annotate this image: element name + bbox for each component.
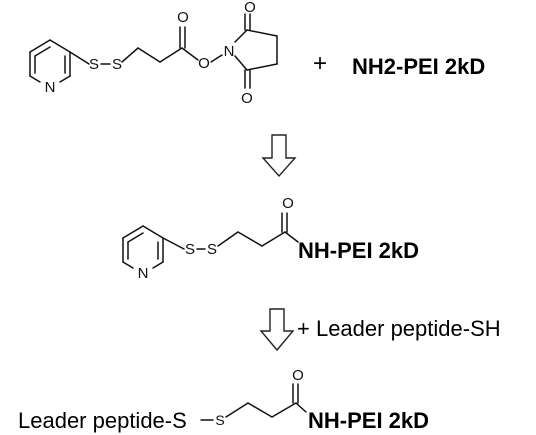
sulfur-label-2: S xyxy=(112,56,122,73)
carbonyl-oxygen-label-1: O xyxy=(177,9,189,26)
pyridine-ring-1: N xyxy=(29,39,71,96)
leader-peptide-reagent-label: + Leader peptide-SH xyxy=(297,316,501,341)
succinimide-ring: N O O xyxy=(224,0,278,107)
pyridine-nitrogen-label: N xyxy=(45,79,56,96)
nh2-pei-label: NH2-PEI 2kD xyxy=(352,54,485,79)
sulfur-label-1: S xyxy=(89,56,99,73)
sulfur-label-3: S xyxy=(185,241,195,258)
reaction-arrow-2 xyxy=(259,308,295,352)
pyridine-nitrogen-label-2: N xyxy=(138,265,149,282)
final-prefix-label: Leader peptide-S xyxy=(18,408,187,433)
carbonyl-oxygen-label-2: O xyxy=(282,195,294,212)
imide-oxygen-label-bottom: O xyxy=(241,90,253,107)
imide-oxygen-label-top: O xyxy=(244,0,256,16)
intermediate-product: N S S O NH-PEI 2kD xyxy=(122,195,419,282)
reactant-spdp: N S S O O N O O xyxy=(29,0,278,107)
imide-nitrogen-label: N xyxy=(224,43,235,60)
final-amide-label: NH-PEI 2kD xyxy=(308,408,429,433)
final-product: Leader peptide-S S O NH-PEI 2kD xyxy=(18,367,429,433)
sulfur-label-4: S xyxy=(207,241,217,258)
reaction-arrow-1 xyxy=(261,134,297,178)
carbonyl-oxygen-label-3: O xyxy=(292,367,304,384)
sulfur-label-5: S xyxy=(215,412,224,428)
pyridine-ring-2: N xyxy=(122,225,164,282)
plus-sign: + xyxy=(313,50,327,77)
intermediate-amide-label: NH-PEI 2kD xyxy=(298,238,419,263)
ester-oxygen-label: O xyxy=(198,55,210,72)
